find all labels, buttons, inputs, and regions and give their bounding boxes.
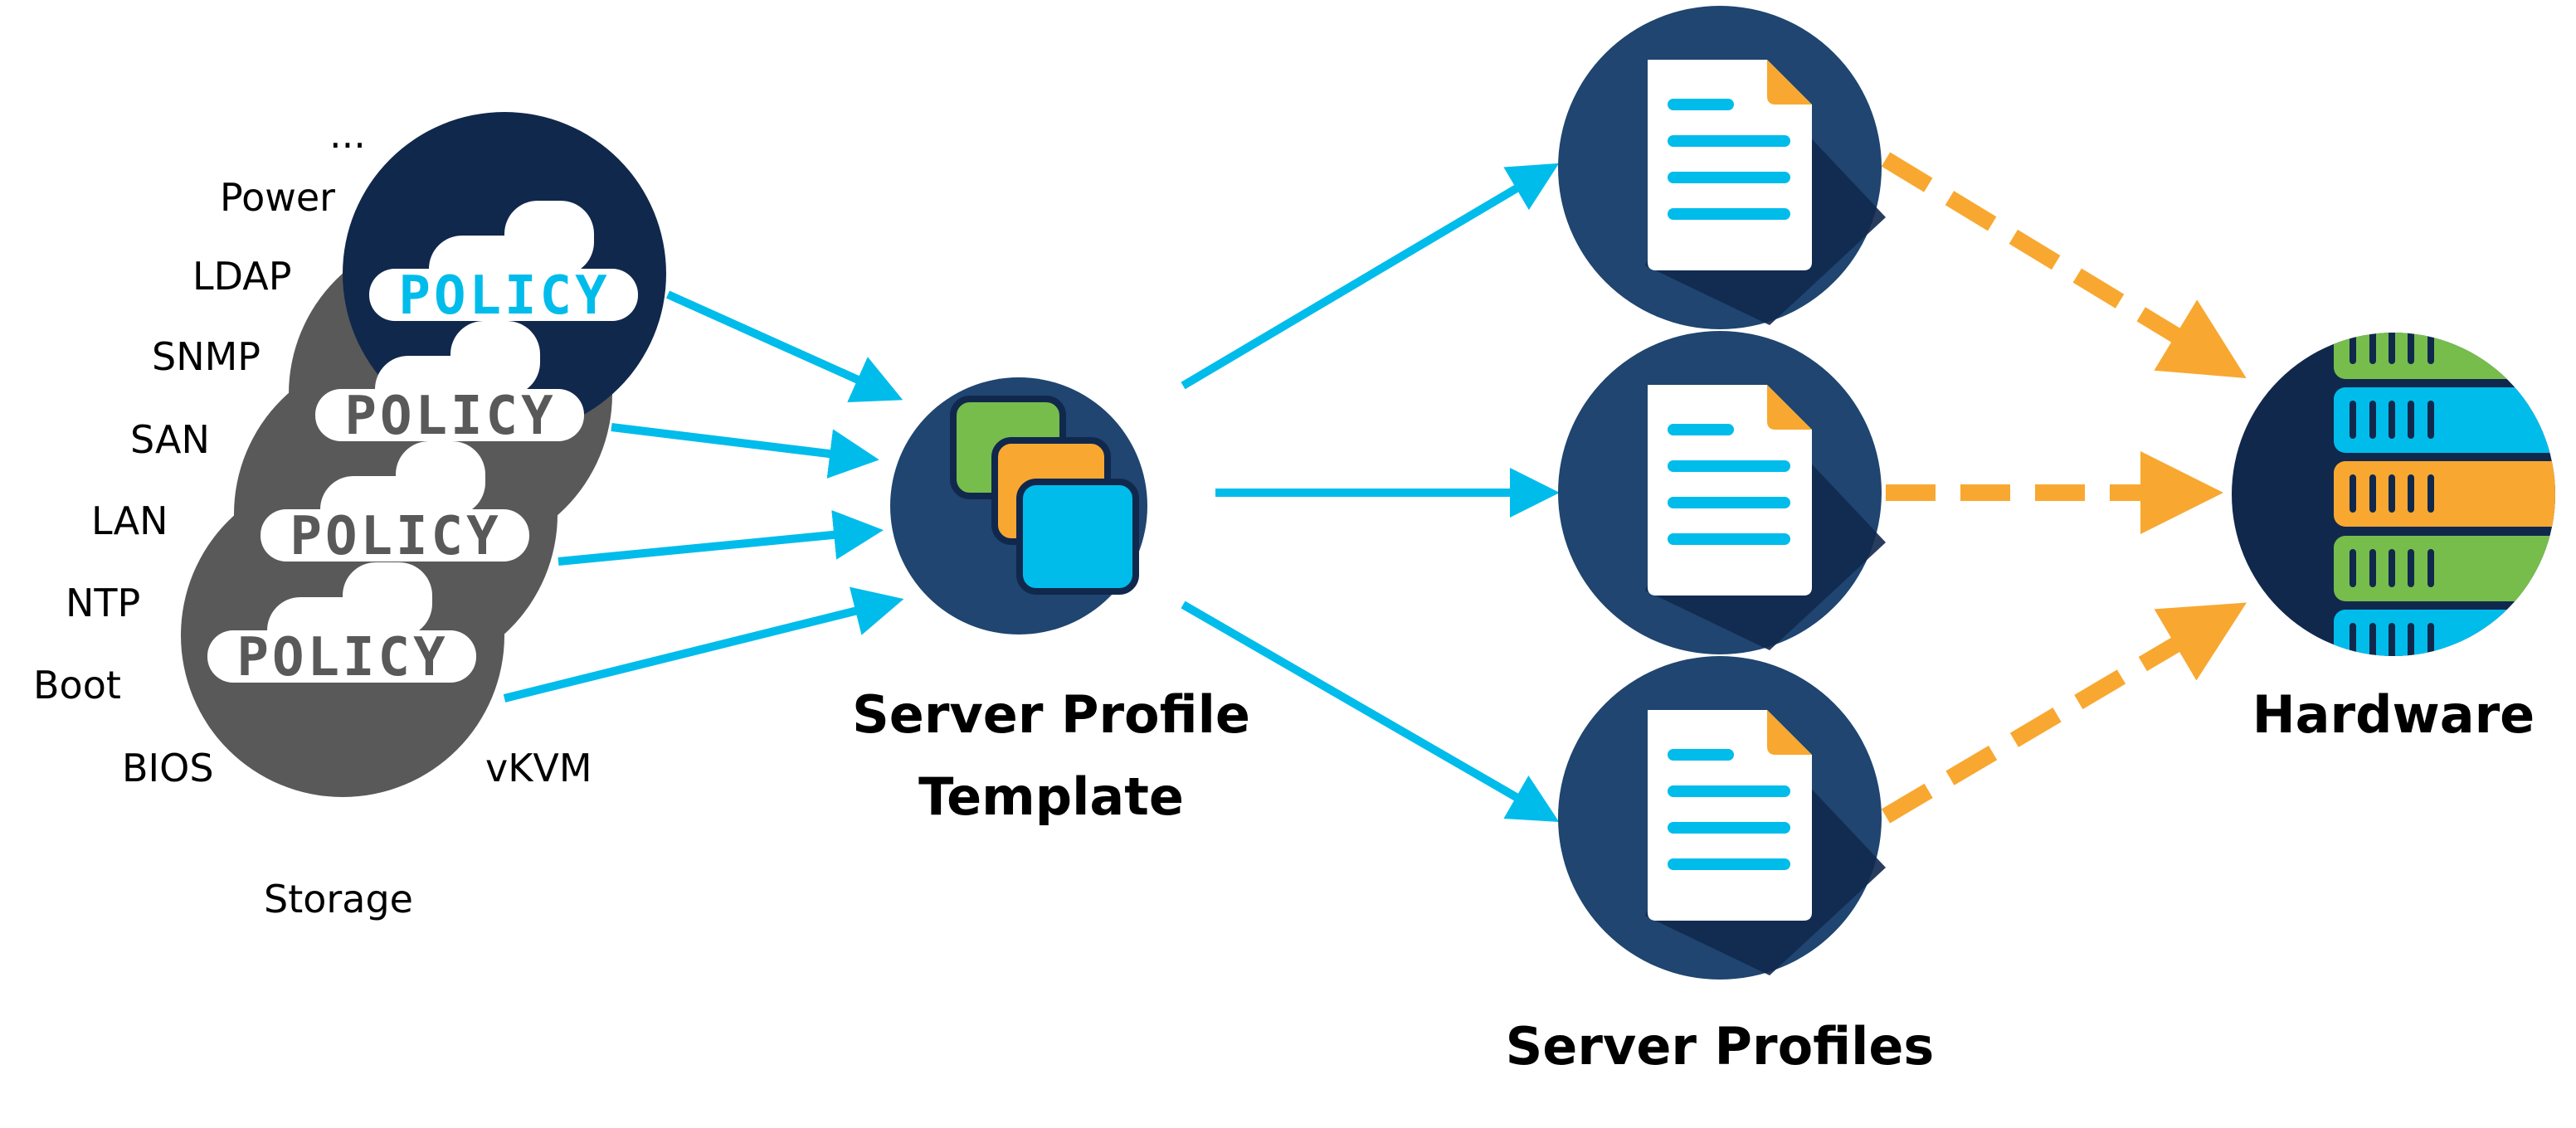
- policy-label-snmp: SNMP: [152, 334, 261, 379]
- arrow: [503, 586, 904, 703]
- policy-badges: POLICY POLICY POLICY POLICY: [207, 201, 638, 688]
- hardware-icon: [2232, 333, 2555, 656]
- template-title-line2: Template: [918, 766, 1184, 827]
- policy-label-ntp: NTP: [66, 581, 140, 625]
- policy-to-template-arrows: [503, 163, 1560, 823]
- arrow: [558, 509, 884, 566]
- policy-badge-text: POLICY: [398, 265, 610, 327]
- server-profiles: [1558, 6, 1886, 980]
- server-profile-icon: [1558, 6, 1886, 329]
- template-title-line1: Server Profile: [852, 684, 1250, 745]
- policy-badge-text: POLICY: [344, 386, 556, 447]
- dashed-arrow: [1881, 602, 2247, 824]
- policy-label-boot: Boot: [33, 663, 121, 707]
- arrow: [1181, 163, 1560, 390]
- server-profile-template-icon: [890, 377, 1147, 634]
- policy-badge: POLICY: [207, 562, 476, 688]
- policy-badge-text: POLICY: [290, 506, 501, 567]
- server-profiles-title: Server Profiles: [1506, 1016, 1935, 1077]
- policy-label-ldap: LDAP: [192, 254, 291, 299]
- policy-label-lan: LAN: [91, 498, 168, 543]
- dashed-arrow: [1881, 152, 2247, 378]
- profile-to-hardware-arrows: [1881, 152, 2247, 824]
- server-profile-icon: [1558, 331, 1886, 654]
- policy-badge-text: POLICY: [236, 627, 448, 688]
- policy-label-storage: Storage: [264, 877, 413, 921]
- policy-badge-front: POLICY: [369, 201, 638, 327]
- arrow: [1181, 600, 1560, 823]
- hardware-title: Hardware: [2252, 684, 2535, 745]
- policy-badge: POLICY: [261, 441, 529, 567]
- policy-label-more: ...: [329, 112, 366, 157]
- arrow: [611, 423, 879, 479]
- policy-type-labels: ... Power LDAP SNMP SAN LAN NTP Boot BIO…: [33, 112, 592, 921]
- policy-label-vkvm: vKVM: [485, 746, 592, 790]
- policy-label-san: SAN: [130, 417, 210, 462]
- policy-label-bios: BIOS: [122, 746, 214, 790]
- policy-badge: POLICY: [315, 321, 584, 447]
- server-profile-icon: [1558, 656, 1886, 980]
- policy-label-power: Power: [220, 175, 335, 220]
- arrow: [665, 290, 903, 402]
